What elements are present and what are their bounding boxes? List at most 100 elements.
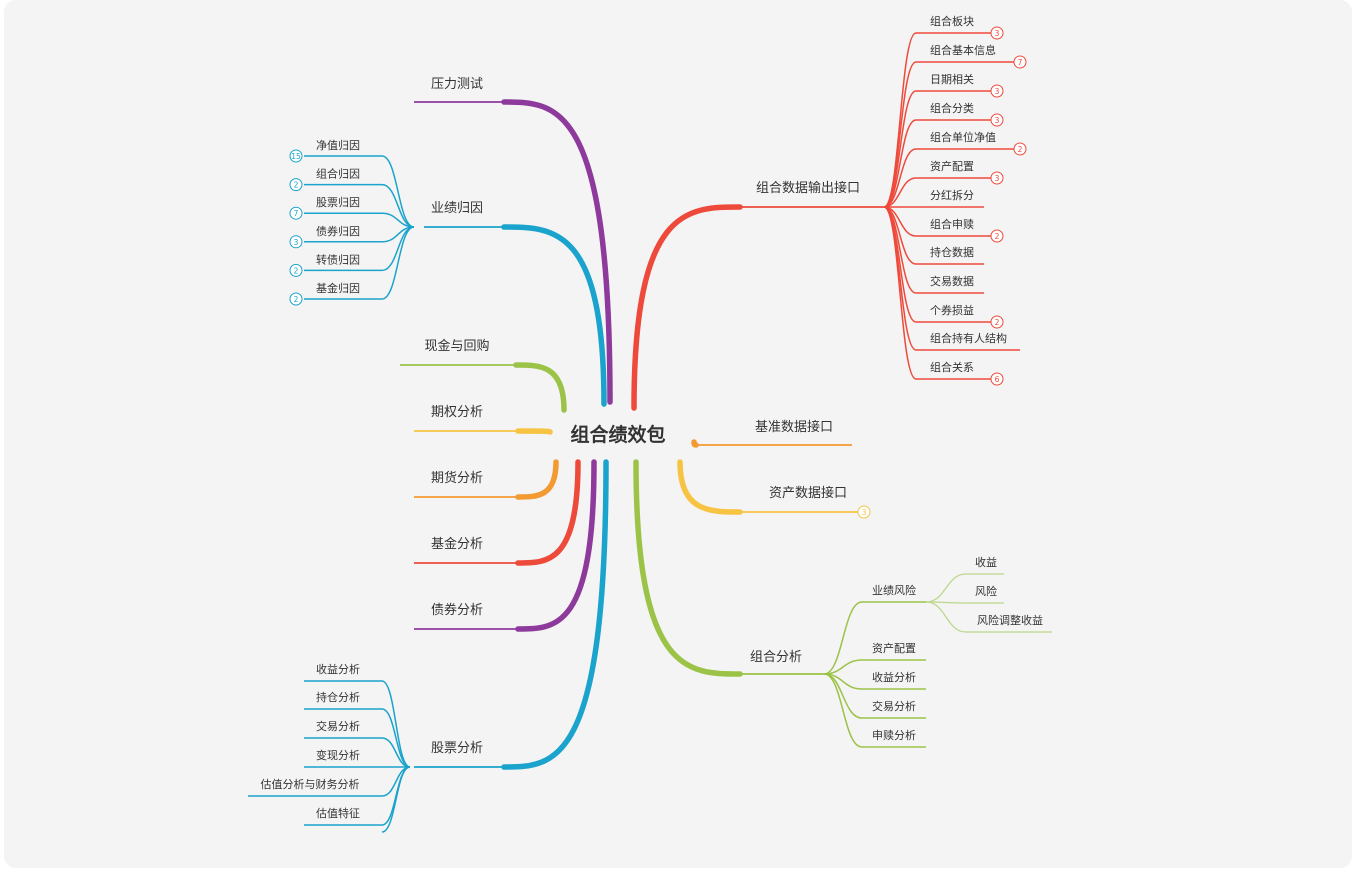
output-interface-badge-4 <box>1013 142 1027 156</box>
output-interface-connector-3 <box>883 119 917 208</box>
branch-connector-right-0 <box>631 204 743 411</box>
stock-analysis-connector-4 <box>381 766 411 797</box>
branch-connector-left-0 <box>501 99 613 405</box>
asset-interface-badge <box>857 505 871 519</box>
attribution-badge-2-count: 7 <box>294 209 299 218</box>
output-interface-badge-4-count: 2 <box>1018 145 1023 154</box>
branch-label-right-0: 组合数据输出接口 <box>756 180 860 196</box>
output-interface-item-10: 个券损益 <box>930 303 974 317</box>
stock-analysis-item-5: 估值特征 <box>316 806 360 820</box>
asset-interface-badge-count: 3 <box>862 508 867 517</box>
output-interface-badge-0 <box>990 26 1004 40</box>
attribution-item-0: 净值归因 <box>316 138 360 152</box>
attribution-badge-0 <box>289 149 303 163</box>
branch-connector-left-7 <box>501 459 609 770</box>
portfolio-analysis-item-1: 资产配置 <box>872 641 916 655</box>
attribution-badge-4-count: 2 <box>294 266 299 275</box>
stock-analysis-item-3: 变现分析 <box>316 748 360 762</box>
attribution-badge-3-count: 3 <box>294 238 299 247</box>
output-interface-item-3: 组合分类 <box>930 101 974 115</box>
branch-label-right-2: 资产数据接口 <box>769 485 847 501</box>
portfolio-analysis-item-4: 申赎分析 <box>872 728 916 742</box>
attribution-badge-5 <box>289 292 303 306</box>
stock-analysis-item-0: 收益分析 <box>316 662 360 676</box>
performance-risk-item-2: 风险调整收益 <box>977 613 1043 627</box>
portfolio-analysis-connector-4 <box>823 673 863 748</box>
center-node-bg <box>558 415 678 451</box>
attribution-connector-1 <box>381 183 415 228</box>
output-interface-connector-1 <box>883 61 917 208</box>
attribution-connector-0 <box>381 155 415 228</box>
output-interface-connector-4 <box>883 148 917 208</box>
output-interface-item-5: 资产配置 <box>930 159 974 173</box>
output-interface-item-1: 组合基本信息 <box>930 43 996 57</box>
output-interface-badge-1-count: 7 <box>1018 58 1023 67</box>
output-interface-badge-12 <box>990 372 1004 386</box>
attribution-badge-3 <box>289 235 303 249</box>
portfolio-analysis-item-3: 交易分析 <box>872 699 916 713</box>
branch-label-left-7: 股票分析 <box>431 741 483 756</box>
output-interface-item-6: 分红拆分 <box>930 188 974 202</box>
center-topic: 组合绩效包 <box>570 423 665 446</box>
stock-analysis-item-4: 估值分析与财务分析 <box>261 777 360 791</box>
output-interface-item-4: 组合单位净值 <box>930 130 996 144</box>
attribution-badge-4 <box>289 263 303 277</box>
output-interface-connector-2 <box>883 90 917 208</box>
output-interface-badge-1 <box>1013 55 1027 69</box>
output-interface-connector-10 <box>883 206 917 323</box>
mindmap-svg: 压力测试业绩归因现金与回购期权分析期货分析基金分析债券分析股票分析净值归因15组… <box>248 14 1052 833</box>
output-interface-badge-2-count: 3 <box>995 87 1000 96</box>
output-interface-badge-3-count: 3 <box>995 116 1000 125</box>
stock-analysis-item-1: 持仓分析 <box>316 690 360 704</box>
output-interface-badge-7-count: 2 <box>995 232 1000 241</box>
branch-label-left-1: 业绩归因 <box>431 201 483 216</box>
branch-connector-right-3 <box>633 459 743 677</box>
portfolio-analysis-item-2: 收益分析 <box>872 670 916 684</box>
output-interface-connector-5 <box>883 177 917 208</box>
performance-risk-connector-2 <box>925 601 967 633</box>
stock-analysis-connector-1 <box>381 708 411 768</box>
output-interface-badge-5 <box>990 171 1004 185</box>
branch-label-right-3: 组合分析 <box>750 650 802 665</box>
branch-label-left-0: 压力测试 <box>431 77 483 92</box>
portfolio-analysis-connector-0 <box>823 601 863 675</box>
attribution-badge-1-count: 2 <box>294 181 299 190</box>
performance-risk-connector-0 <box>925 573 967 603</box>
attribution-item-4: 转债归因 <box>316 252 360 266</box>
branch-connector-left-4 <box>515 459 559 500</box>
output-interface-connector-0 <box>883 32 917 208</box>
output-interface-item-11: 组合持有人结构 <box>930 331 1007 345</box>
attribution-badge-2 <box>289 206 303 220</box>
attribution-badge-1 <box>289 178 303 192</box>
output-interface-badge-12-count: 6 <box>995 375 1000 384</box>
branch-connector-left-2 <box>513 362 567 413</box>
output-interface-item-8: 持仓数据 <box>930 245 974 259</box>
branch-connector-left-3 <box>515 428 553 435</box>
branch-label-left-6: 债券分析 <box>431 602 483 618</box>
branch-label-right-1: 基准数据接口 <box>755 419 833 435</box>
output-interface-item-9: 交易数据 <box>930 274 974 288</box>
output-interface-item-12: 组合关系 <box>930 360 974 374</box>
branch-connector-right-2 <box>677 459 743 515</box>
performance-risk-item-0: 收益 <box>975 555 997 569</box>
output-interface-badge-2 <box>990 84 1004 98</box>
output-interface-badge-5-count: 3 <box>995 174 1000 183</box>
portfolio-analysis-item-0: 业绩风险 <box>872 583 916 597</box>
branch-label-left-4: 期货分析 <box>431 470 483 486</box>
output-interface-item-0: 组合板块 <box>930 14 974 28</box>
attribution-badge-5-count: 2 <box>294 295 299 304</box>
branch-label-left-2: 现金与回购 <box>424 338 489 354</box>
branch-connector-left-1 <box>501 224 607 407</box>
attribution-badge-0-count: 15 <box>291 152 301 161</box>
stock-analysis-connector-6 <box>381 766 411 833</box>
stock-analysis-connector-2 <box>381 737 411 768</box>
output-interface-connector-11 <box>883 206 917 351</box>
branch-connector-right-1 <box>691 439 699 448</box>
stock-analysis-item-2: 交易分析 <box>316 719 360 733</box>
branch-connector-left-6 <box>515 459 597 632</box>
output-interface-item-2: 日期相关 <box>930 72 974 86</box>
stock-analysis-connector-0 <box>381 680 411 768</box>
output-interface-badge-0-count: 3 <box>995 29 1000 38</box>
attribution-item-5: 基金归因 <box>316 281 360 295</box>
